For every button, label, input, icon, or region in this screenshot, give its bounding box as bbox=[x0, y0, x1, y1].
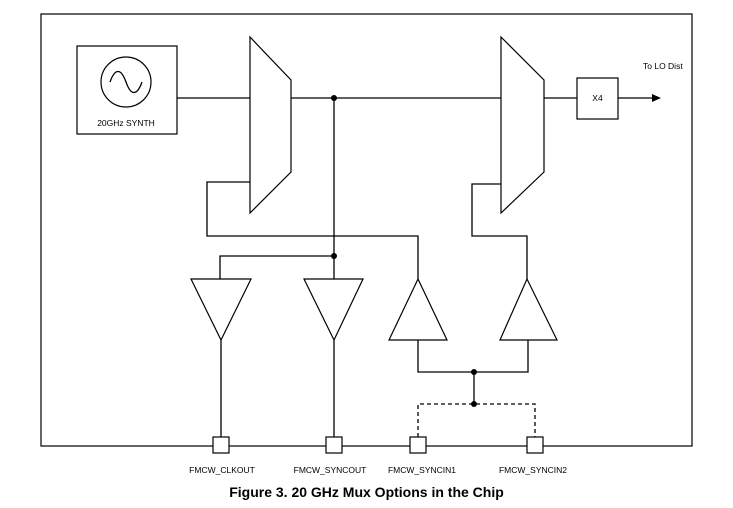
syncin-input-wire bbox=[417, 340, 529, 373]
sine-wave-curve bbox=[109, 70, 143, 94]
pin-label-syncin2: FMCW_SYNCIN2 bbox=[499, 465, 567, 475]
pin-label-clkout: FMCW_CLKOUT bbox=[189, 465, 255, 475]
pin-label-syncin1: FMCW_SYNCIN1 bbox=[388, 465, 456, 475]
pin-syncin1 bbox=[409, 436, 427, 454]
x4-multiplier-block bbox=[576, 77, 619, 120]
pin-clkout bbox=[212, 436, 230, 454]
output-label: To LO Dist bbox=[643, 61, 683, 71]
pin-syncin2 bbox=[526, 436, 544, 454]
pin-syncout bbox=[325, 436, 343, 454]
x4-label: X4 bbox=[592, 93, 603, 103]
mux2-input2-wire bbox=[471, 183, 528, 279]
mux1-input2-wire bbox=[206, 181, 419, 279]
mux-1 bbox=[249, 35, 292, 215]
mux-2 bbox=[500, 35, 545, 215]
figure-caption: Figure 3. 20 GHz Mux Options in the Chip bbox=[229, 484, 504, 500]
output-arrow-icon bbox=[652, 94, 661, 102]
syncin2-buffer bbox=[499, 277, 558, 341]
clkout-buffer bbox=[190, 278, 252, 342]
syncout-buffer bbox=[303, 278, 364, 342]
syncin1-buffer bbox=[388, 277, 448, 341]
synth-label: 20GHz SYNTH bbox=[97, 118, 155, 128]
chip-boundary bbox=[40, 13, 693, 447]
junction-dot bbox=[331, 253, 337, 259]
buffer-feed-wire bbox=[219, 255, 335, 279]
junction-dot bbox=[471, 401, 477, 407]
syncin-optional-dashed-wire bbox=[417, 403, 536, 437]
pin-label-syncout: FMCW_SYNCOUT bbox=[294, 465, 367, 475]
